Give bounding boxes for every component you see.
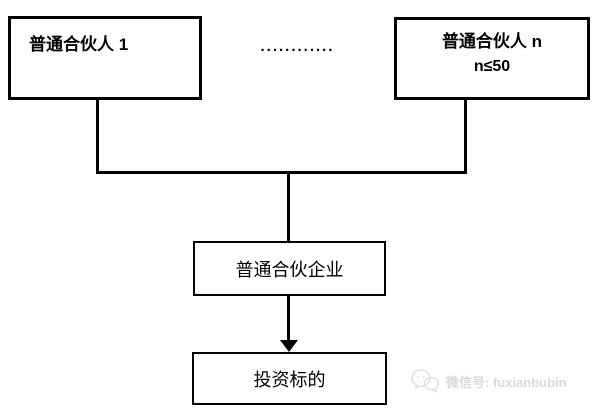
wechat-icon: [410, 368, 440, 394]
connector-center-vertical: [287, 174, 290, 241]
box-investment-target: 投资标的: [192, 352, 387, 405]
general-partnership-label: 普通合伙企业: [235, 259, 344, 281]
connector-left-vertical: [96, 100, 99, 174]
box-general-partner-1: 普通合伙人 1: [8, 16, 202, 100]
box-general-partnership: 普通合伙企业: [193, 241, 386, 296]
watermark: 微信号: fuxianbubin: [410, 368, 567, 394]
box-general-partner-n: 普通合伙人 n n≤50: [394, 17, 590, 100]
general-partner-1-label: 普通合伙人 1: [29, 35, 129, 54]
ellipsis-dots: ............: [260, 38, 335, 55]
general-partner-n-label: 普通合伙人 n: [441, 32, 543, 51]
connector-right-vertical: [464, 100, 467, 174]
connector-horizontal-join: [96, 171, 467, 174]
general-partner-n-limit: n≤50: [473, 58, 511, 76]
arrow-shaft: [287, 296, 290, 340]
watermark-text: 微信号: fuxianbubin: [446, 374, 567, 390]
arrow-down-icon: [280, 340, 298, 352]
investment-target-label: 投资标的: [253, 369, 326, 391]
